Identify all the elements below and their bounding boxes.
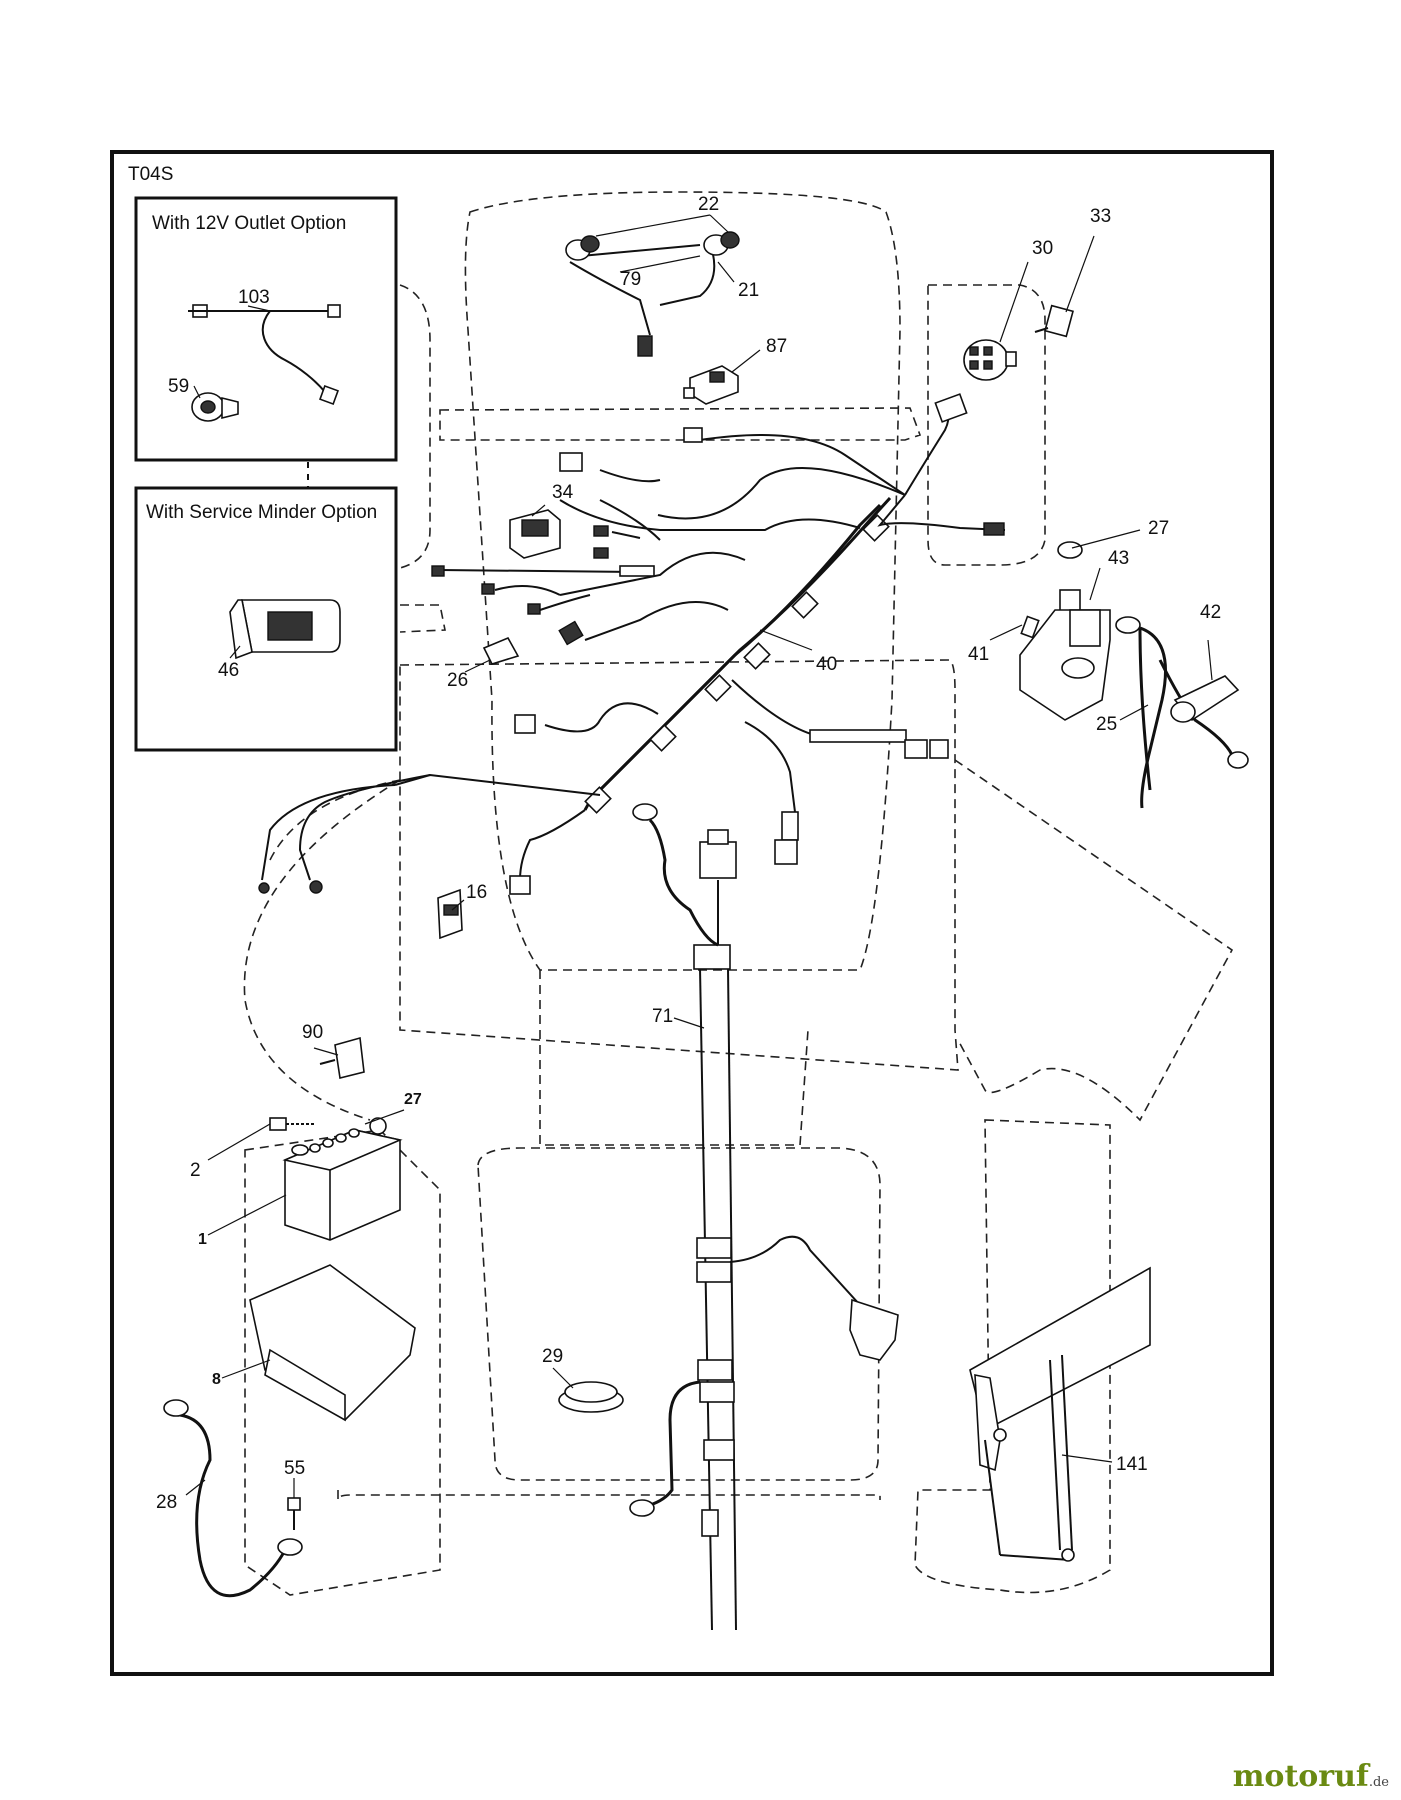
right-rear-fender-outline	[914, 1119, 1111, 1594]
label-29: 29	[542, 1346, 563, 1367]
left-connector-outline	[399, 604, 446, 633]
battery-cable-25	[1115, 616, 1249, 809]
left-dash-arc-outline	[243, 779, 401, 1121]
diagram-frame	[110, 150, 1274, 1676]
label-8: 8	[212, 1371, 221, 1388]
watermark-suffix: .de	[1368, 1775, 1389, 1790]
inset-12v-outlet	[134, 196, 398, 462]
bolt-55	[287, 1497, 301, 1530]
rear-harness-71	[629, 803, 899, 1631]
label-34: 34	[552, 482, 574, 503]
right-fender-outline	[927, 284, 1046, 566]
hourmeter-29	[558, 1381, 624, 1413]
relay-87	[683, 365, 739, 405]
label-87: 87	[766, 336, 787, 357]
label-33: 33	[1090, 206, 1111, 227]
ignition-switch-30	[963, 339, 1017, 381]
bolt-2	[269, 1117, 316, 1131]
side-panel-outline	[954, 759, 1234, 1122]
label-26: 26	[447, 670, 468, 691]
headlight-harness	[565, 231, 740, 357]
rear-deck-outline	[337, 1490, 881, 1501]
motoruf-watermark: motoruf.de	[1233, 1759, 1389, 1794]
label-2: 2	[190, 1160, 201, 1181]
label-41: 41	[968, 644, 989, 665]
main-harness	[258, 393, 1006, 895]
service-minder-display	[229, 599, 341, 660]
label-27-top: 27	[1148, 518, 1169, 539]
rear-frame-outline	[539, 970, 809, 1146]
frame-outline	[399, 659, 959, 1071]
inset-service-minder-title: With Service Minder Option	[146, 502, 377, 523]
hood-outline	[464, 191, 901, 971]
label-42: 42	[1200, 602, 1221, 623]
terminal-boot-42	[1170, 675, 1240, 723]
label-71: 71	[652, 1006, 673, 1027]
seat-area-outline	[477, 1147, 881, 1481]
label-30: 30	[1032, 238, 1053, 259]
label-28: 28	[156, 1492, 177, 1513]
battery-1	[282, 1117, 403, 1241]
inset-service-minder	[134, 486, 398, 752]
left-fender-outline	[399, 284, 431, 569]
inset-12v-outlet-title: With 12V Outlet Option	[152, 213, 346, 234]
bolt-41	[1020, 615, 1040, 639]
label-103: 103	[238, 287, 270, 308]
label-25: 25	[1096, 714, 1117, 735]
seat-switch-90	[319, 1036, 365, 1079]
battery-cable-28	[163, 1399, 303, 1598]
label-1: 1	[198, 1231, 207, 1248]
bracket-141	[969, 1266, 1151, 1562]
fuse-26	[482, 636, 520, 665]
label-59: 59	[168, 376, 189, 397]
label-43: 43	[1108, 548, 1129, 569]
label-141: 141	[1116, 1454, 1148, 1475]
solenoid-43	[1019, 541, 1111, 721]
diagram-code: T04S	[128, 164, 173, 185]
label-21: 21	[738, 280, 759, 301]
label-40: 40	[816, 654, 837, 675]
leader-lines	[185, 214, 1213, 1498]
key-33	[1034, 304, 1074, 338]
switch-16	[437, 888, 463, 940]
label-90: 90	[302, 1022, 323, 1043]
label-46: 46	[218, 660, 239, 681]
dash-panel-outline	[439, 407, 922, 441]
label-55: 55	[284, 1458, 305, 1479]
label-22: 22	[698, 194, 719, 215]
watermark-name: motoruf	[1232, 1759, 1369, 1794]
outlet-harness	[188, 304, 341, 405]
battery-tray-8	[249, 1264, 416, 1422]
12v-outlet-socket	[191, 392, 239, 422]
label-27-bottom: 27	[404, 1091, 422, 1108]
label-16: 16	[466, 882, 487, 903]
label-79: 79	[620, 269, 641, 290]
rocker-switch-34	[509, 509, 561, 559]
